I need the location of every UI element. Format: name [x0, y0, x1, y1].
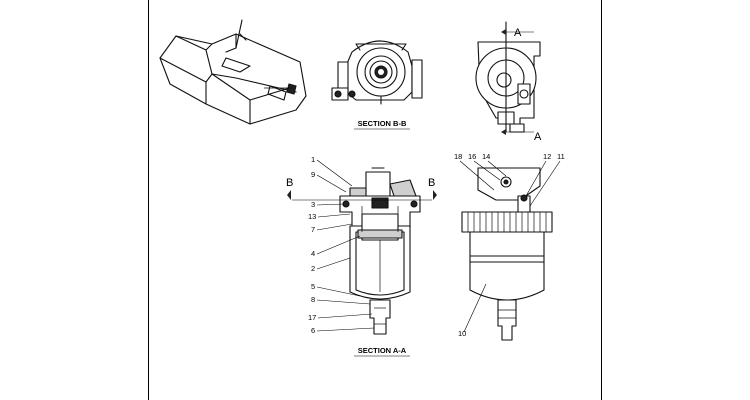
callout-9: 9	[311, 170, 315, 179]
section-a-a-view: B B SECTION A-A	[286, 167, 437, 357]
section-b-marker-left: B	[286, 177, 293, 189]
callout-8: 8	[311, 295, 315, 304]
callout-7: 7	[311, 225, 315, 234]
callout-18: 18	[454, 152, 462, 161]
section-b-marker-right: B	[428, 177, 435, 189]
callout-1: 1	[311, 155, 315, 164]
machine-location-view	[159, 19, 307, 125]
side-view-a-marker: A A	[475, 21, 542, 143]
callout-3: 3	[311, 200, 315, 209]
callout-2: 2	[311, 264, 315, 273]
callout-5: 5	[311, 282, 315, 291]
section-b-b-view: SECTION B-B	[331, 40, 423, 130]
exterior-filter-view	[461, 167, 553, 341]
section-a-marker-top: A	[514, 27, 522, 39]
section-b-b-caption: SECTION B-B	[358, 119, 407, 128]
callout-11: 11	[557, 152, 565, 161]
callout-14: 14	[482, 152, 490, 161]
section-a-marker-bottom: A	[534, 131, 542, 143]
callout-12: 12	[543, 152, 551, 161]
callout-10: 10	[458, 329, 466, 338]
callouts-exterior-view: 18 16 14 12 11 10	[454, 152, 565, 338]
callout-4: 4	[311, 249, 315, 258]
section-a-a-caption: SECTION A-A	[358, 346, 407, 355]
callout-6: 6	[311, 326, 315, 335]
callouts-section-a-a: 1 9 3 13 7 4 2 5 8 17 6	[308, 155, 375, 335]
callout-16: 16	[468, 152, 476, 161]
callout-13: 13	[308, 212, 316, 221]
callout-17: 17	[308, 313, 316, 322]
